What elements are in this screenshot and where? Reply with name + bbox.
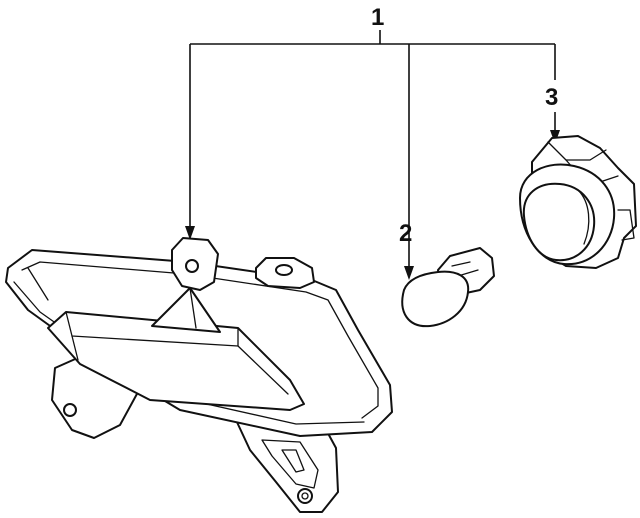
callout-3: 3 (545, 84, 559, 111)
bulb (401, 247, 495, 328)
bulb-glass (401, 270, 470, 328)
top-right-tab-hole (275, 264, 293, 276)
callout-1: 1 (371, 4, 385, 31)
socket-cap (522, 182, 596, 262)
leader-1-bracket (189, 30, 556, 268)
lens-face (47, 311, 305, 411)
top-left-tab-hole (185, 259, 199, 273)
leader-lines (185, 30, 560, 280)
bottom-bracket-hole (297, 488, 313, 504)
socket (519, 135, 637, 269)
lens-triangle (151, 287, 221, 333)
arrowhead-to-bulb (404, 266, 414, 280)
top-left-tab (171, 237, 219, 291)
lamp-housing (5, 237, 393, 513)
callout-2: 2 (399, 220, 413, 247)
lower-left-tab-hole (63, 403, 77, 417)
arrowhead-to-lamp (185, 226, 195, 240)
top-right-tab (255, 257, 315, 289)
